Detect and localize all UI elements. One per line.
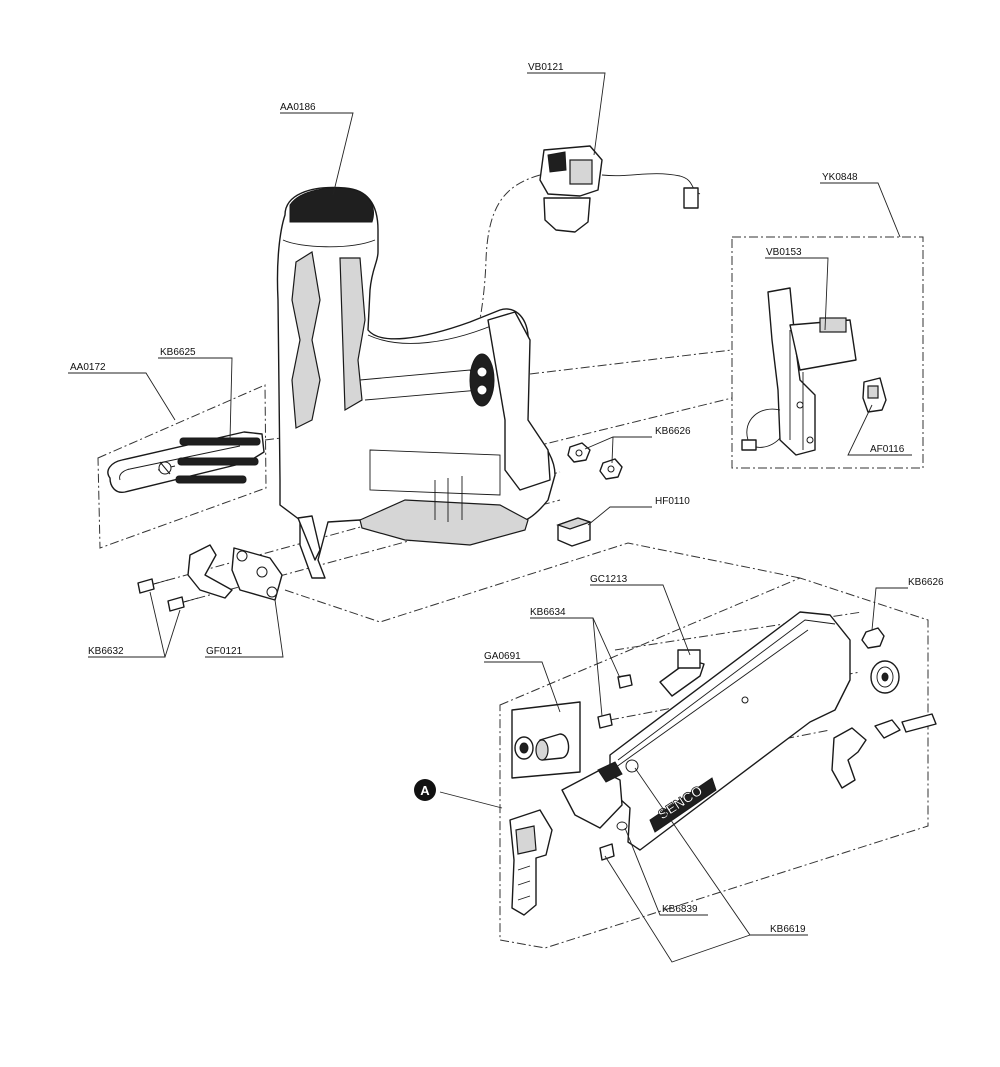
leader-vb0121 [527,72,606,156]
housing-aa0186-drawing [276,186,556,579]
callout-marker-a: A [414,779,436,801]
label-af0116: AF0116 [870,444,905,455]
leader-vb0153 [765,257,829,331]
leader-gf0121 [205,599,284,658]
switch-board-vb0153-drawing [741,287,857,456]
label-ga0691: GA0691 [484,651,521,662]
trigger-switch-vb0121-drawing [539,145,701,233]
label-kb6619: KB6619 [770,924,806,935]
leader-hf0110 [587,506,652,526]
label-kb6626-top: KB6626 [655,426,691,437]
label-yk0848: YK0848 [822,172,858,183]
magazine-rail-drawing: SENCO [609,611,851,851]
base-cutout-outline [284,542,801,623]
bumper-aa0172-drawing [107,431,265,493]
callout-marker-letter: A [420,783,430,798]
nose-latch-drawing [509,761,628,916]
label-kb6625: KB6625 [160,347,196,358]
yk0848-group-outline [731,236,924,469]
leader-af0116 [847,404,912,456]
label-aa0172: AA0172 [70,362,106,373]
label-kb6634: KB6634 [530,607,566,618]
leader-kb6626-right [871,587,908,631]
callout-marker-circle [414,779,436,801]
leader-kb6625 [158,357,233,441]
leader-kb6634 [530,617,621,679]
align-line-4 [149,471,561,586]
leader-yk0848 [820,182,901,238]
label-gf0121: GF0121 [206,646,243,657]
leader-kb6619-2 [604,855,751,963]
cylinders-ga0691-drawing [511,701,581,779]
label-kb6839: KB6839 [662,904,698,915]
part-number-labels: VB0121 AA0186 YK0848 VB0153 KB6625 AA017… [70,62,944,935]
clip-af0116-drawing [862,377,887,413]
align-line-8 [634,729,831,769]
leader-marker-a [439,791,503,809]
label-kb6626-right: KB6626 [908,577,944,588]
leader-ga0691 [484,661,561,713]
leader-kb6626-top [584,436,652,450]
label-vb0121: VB0121 [528,62,564,73]
assembly-a-outline [499,577,929,949]
label-vb0153: VB0153 [766,247,802,258]
leader-kb6626-top-2 [611,436,614,464]
leader-kb6839 [624,827,708,916]
bracket-gf0121-drawing [137,544,283,612]
leader-aa0172 [68,372,176,421]
leader-lines [68,72,912,963]
label-aa0186: AA0186 [280,102,316,113]
leader-aa0186 [280,112,354,196]
latch-right-drawing [831,713,937,789]
leader-kb6632-2 [164,609,181,658]
label-kb6632: KB6632 [88,646,124,657]
roller-drawing [861,627,900,694]
leader-kb6634-2 [592,617,603,717]
nuts-kb6626-top-drawing [567,442,623,480]
label-gc1213: GC1213 [590,574,628,585]
aa0172-group-outline [97,384,267,549]
block-hf0110-drawing [556,517,592,547]
pusher-gc1213-drawing [597,649,705,773]
leader-gc1213 [590,584,691,656]
label-hf0110: HF0110 [655,496,690,507]
